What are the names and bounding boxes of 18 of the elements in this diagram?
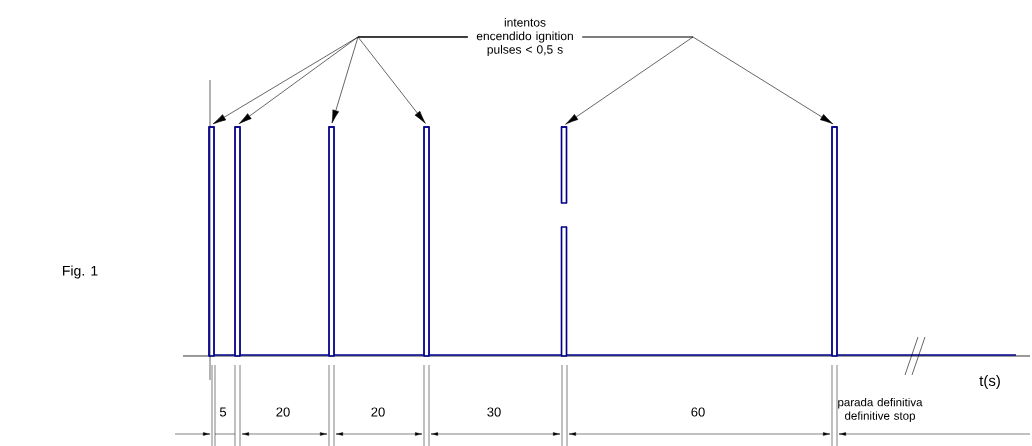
dimension-value: 20: [276, 407, 290, 417]
callout-text: intentos encendido ignition pulses < 0,5 s: [476, 17, 573, 57]
leader-line: [581, 36, 834, 125]
dimension-value: 30: [487, 407, 501, 417]
pulse-bar: [560, 126, 568, 357]
pulse-bar: [328, 126, 335, 357]
axis-label: t(s): [979, 375, 1000, 389]
pulse-bar: [423, 126, 430, 357]
pulse-bar: [234, 126, 241, 357]
pulse-bar: [831, 126, 838, 357]
pulse-bar: [208, 126, 215, 357]
dimension-value: 60: [691, 407, 705, 417]
dimension-value: 20: [371, 407, 385, 417]
leader-line: [565, 36, 694, 125]
note-text: parada definitiva definitive stop: [838, 397, 923, 423]
leader-line: [357, 36, 469, 124]
dimension-value: 5: [219, 407, 227, 417]
figure-label: Fig. 1: [63, 265, 98, 279]
